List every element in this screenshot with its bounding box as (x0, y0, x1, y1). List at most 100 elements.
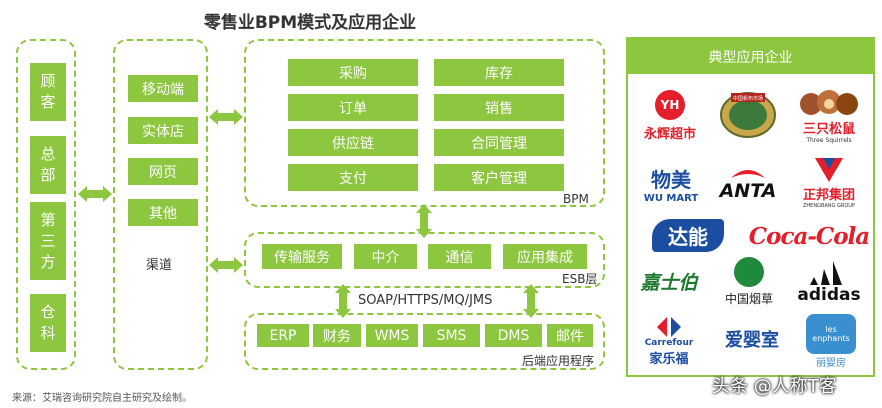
backend-group (244, 313, 605, 370)
carlsberg-logo: 嘉士伯 (632, 257, 706, 305)
zhengbang-logo: 正邦集团 ZHENGBANG GROUP (788, 151, 870, 213)
vertical-double-arrow-icon (416, 204, 432, 238)
anta-logo: ANTA (712, 155, 784, 213)
backend-label: 后端应用程序 (522, 354, 595, 368)
bpm-sales-label: 销售 (485, 100, 513, 117)
adidas-stripes-icon (810, 261, 842, 285)
backend-sms-label: SMS (436, 327, 467, 344)
warehouse-label: 仓科 (40, 303, 56, 342)
yonghui-name: 永辉超市 (643, 127, 696, 142)
esb-transport-box: 传输服务 (262, 244, 342, 269)
emblem-icon: 中国帆布市场 (720, 92, 776, 138)
enterprise-panel-header: 典型应用企业 (628, 39, 873, 74)
bpm-order-box: 订单 (288, 94, 418, 121)
bpm-order-label: 订单 (339, 100, 367, 117)
yonghui-mark: YH (655, 90, 685, 120)
esb-communication-label: 通信 (445, 249, 474, 266)
backend-finance-box: 财务 (313, 324, 361, 347)
esb-integration-box: 应用集成 (503, 244, 587, 269)
esb-broker-label: 中介 (371, 249, 400, 266)
carrefour-logo: Carrefour 家乐福 (632, 311, 706, 371)
bpm-sales-box: 销售 (434, 94, 564, 121)
carlsberg-name: 嘉士伯 (640, 271, 698, 294)
wumart-name: 物美 (651, 168, 691, 192)
anta-name: ANTA (719, 180, 777, 202)
backend-mail-box: 邮件 (547, 324, 593, 347)
bpm-inventory-box: 库存 (434, 59, 564, 86)
backend-wms-label: WMS (374, 327, 410, 344)
three-squirrels-name: 三只松鼠 (802, 122, 855, 137)
backend-sms-box: SMS (423, 324, 480, 347)
les-enphants-logo: les enphants 丽婴房 (798, 311, 864, 371)
enterprise-panel: 典型应用企业 YH 永辉超市 中国帆布市场 三只松鼠 Three Squirre… (626, 37, 875, 377)
bpm-supply-chain-label: 供应链 (332, 135, 374, 152)
les-enphants-sub: les enphants (812, 324, 850, 343)
china-tobacco-name: 中国烟草 (724, 292, 773, 306)
channel-other-label: 其他 (149, 205, 177, 222)
adidas-logo: adidas (788, 253, 870, 311)
double-arrow-icon (209, 109, 243, 125)
channel-store-label: 实体店 (142, 123, 184, 140)
backend-dms-label: DMS (497, 327, 530, 344)
double-arrow-icon (78, 186, 112, 202)
wumart-logo: 物美 WU MART (632, 155, 710, 213)
squirrels-icon (800, 90, 858, 115)
vertical-double-arrow-icon (523, 284, 539, 318)
bpm-contract-label: 合同管理 (471, 135, 527, 152)
esb-group (244, 232, 605, 288)
esb-integration-label: 应用集成 (517, 249, 573, 266)
carrefour-sub: Carrefour (644, 337, 694, 348)
adidas-name: adidas (797, 285, 861, 305)
diagram-title: 零售业BPM模式及应用企业 (203, 13, 417, 33)
cocacola-name: Coca-Cola (748, 222, 870, 250)
channels-group (113, 39, 208, 370)
channel-web-label: 网页 (149, 164, 177, 181)
bpm-crm-box: 客户管理 (434, 164, 564, 191)
source-note: 来源：艾瑞咨询研究院自主研究及绘制。 (12, 393, 192, 404)
yonghui-logo: YH 永辉超市 (634, 87, 706, 145)
aiyingshi-logo: 爱婴室 (706, 317, 798, 361)
backend-wms-box: WMS (366, 324, 418, 347)
bpm-label: BPM (563, 192, 589, 206)
warehouse-box: 仓科 (30, 294, 66, 352)
customer-box: 顾客 (30, 63, 66, 121)
channels-label: 渠道 (146, 258, 173, 273)
aiyingshi-name: 爱婴室 (725, 330, 779, 351)
backend-dms-box: DMS (485, 324, 542, 347)
channel-mobile-label: 移动端 (142, 81, 184, 98)
customers-group (16, 39, 76, 370)
bpm-crm-label: 客户管理 (471, 170, 527, 187)
bpm-contract-box: 合同管理 (434, 129, 564, 156)
carrefour-mark-icon (657, 316, 681, 337)
headquarters-label: 总部 (40, 145, 56, 184)
bpm-payment-label: 支付 (339, 170, 367, 187)
zhengbang-name: 正邦集团 (802, 187, 855, 203)
bpm-inventory-label: 库存 (485, 65, 513, 82)
esb-communication-box: 通信 (428, 244, 491, 269)
les-enphants-name: 丽婴房 (816, 357, 846, 369)
bpm-procurement-label: 采购 (339, 65, 367, 82)
esb-transport-label: 传输服务 (274, 249, 330, 266)
customer-label: 顾客 (40, 72, 56, 111)
double-arrow-icon (209, 257, 243, 273)
watermark: 头条 @人称T客 (712, 376, 837, 397)
enterprise-panel-title: 典型应用企业 (708, 49, 793, 66)
wumart-sub: WU MART (643, 193, 699, 204)
third-party-box: 第三方 (30, 202, 66, 280)
canvas-market-name: 中国帆布市场 (733, 95, 763, 102)
backend-erp-box: ERP (257, 324, 309, 347)
channel-store-box: 实体店 (128, 117, 198, 144)
danone-name: 达能 (652, 218, 724, 252)
protocol-label: SOAP/HTTPS/MQ/JMS (358, 293, 493, 308)
three-squirrels-logo: 三只松鼠 Three Squirrels (788, 85, 870, 147)
anta-swoosh-icon (731, 170, 765, 178)
zhengbang-sub: ZHENGBANG GROUP (803, 202, 855, 209)
zhengbang-mark-icon (815, 157, 843, 182)
vertical-double-arrow-icon (335, 284, 351, 318)
esb-broker-box: 中介 (354, 244, 417, 269)
esb-label: ESB层 (562, 272, 598, 286)
canvas-market-logo: 中国帆布市场 (710, 85, 786, 145)
backend-finance-label: 财务 (323, 328, 351, 345)
channel-mobile-box: 移动端 (128, 75, 198, 102)
bpm-supply-chain-box: 供应链 (288, 129, 418, 156)
